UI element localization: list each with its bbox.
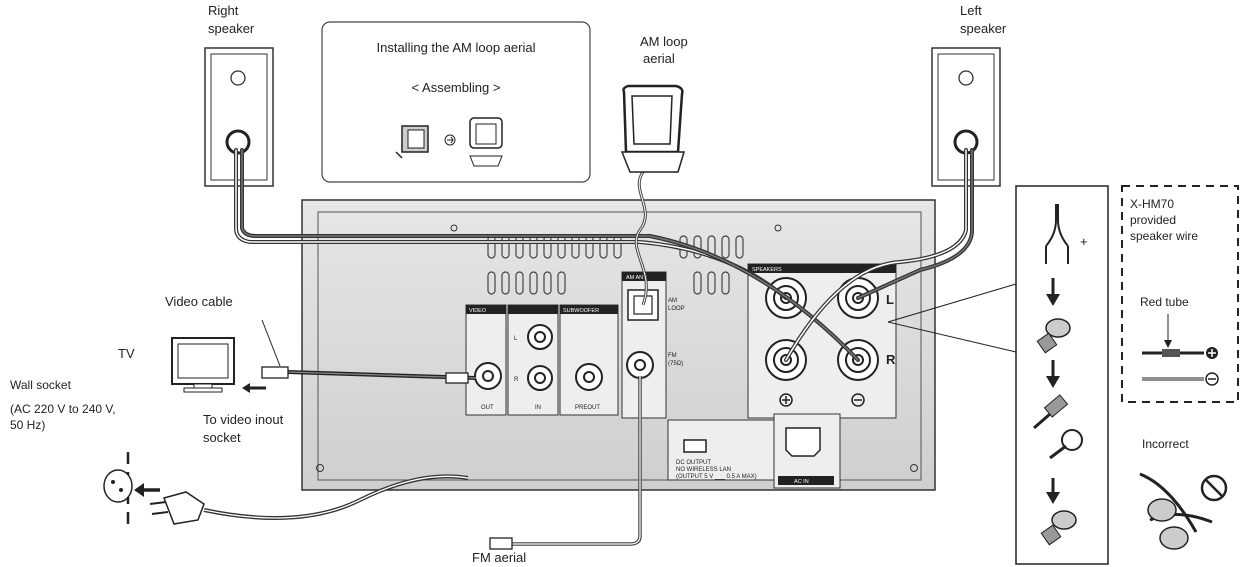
terminal-step-2-icon	[1033, 394, 1083, 460]
audio-in-label: IN	[535, 405, 541, 411]
red-tube-label: Red tube	[1140, 295, 1189, 309]
to-video-label-1: To video inout	[203, 412, 284, 427]
terminal-step-1-icon	[1036, 318, 1071, 354]
video-cable-label: Video cable	[165, 294, 233, 309]
arrow-down-icon	[1046, 278, 1060, 306]
ac-in-section: AC IN	[773, 413, 841, 489]
plain-wire-icon	[1142, 372, 1219, 386]
fm-label-1: FM	[668, 353, 677, 359]
ac-inlet-socket[interactable]	[785, 427, 821, 457]
red-tube-wire-icon	[1142, 347, 1218, 359]
callout-line	[887, 321, 1017, 353]
am-aerial-label-2: aerial	[643, 51, 675, 66]
fm-aerial-label: FM aerial	[472, 550, 526, 565]
arrow-right-icon	[444, 134, 456, 146]
usb-port[interactable]	[683, 439, 707, 453]
wall-socket-label-3: 50 Hz)	[10, 418, 45, 432]
am-assembly-step-2-icon	[469, 117, 503, 167]
speaker-wire-label: speaker wire	[1130, 229, 1198, 243]
dc-output-section: DC OUTPUT NO WIRELESS LAN (OUTPUT 5 V __…	[667, 419, 775, 481]
am-loop-label-1: AM	[668, 298, 677, 304]
screw-icon	[774, 224, 782, 232]
left-speaker-label-1: Left	[960, 3, 982, 18]
arrow-down-icon	[1046, 478, 1060, 504]
video-section-label: VIDEO	[469, 308, 487, 314]
video-section: VIDEO OUT	[465, 304, 507, 416]
am-install-title: Installing the AM loop aerial	[377, 40, 536, 55]
right-speaker-label-1: Right	[208, 3, 239, 18]
provided-label: provided	[1130, 213, 1176, 227]
prohibited-icon	[1200, 474, 1228, 502]
incorrect-example: Incorrect	[1139, 437, 1228, 550]
screw-icon	[316, 464, 324, 472]
wrong-terminal-icon	[1139, 472, 1213, 550]
ac-in-label: AC IN	[794, 479, 809, 485]
video-out-label: OUT	[481, 405, 494, 411]
plus-icon	[779, 393, 793, 407]
right-speaker-label-2: speaker	[208, 21, 255, 36]
audio-in-section: L R IN	[507, 304, 559, 416]
am-install-box: Installing the AM loop aerial < Assembli…	[321, 21, 591, 183]
plus-sign: +	[1080, 234, 1088, 249]
stripped-wire-icon	[1045, 204, 1069, 264]
speaker-wire-legend-box: X-HM70 provided speaker wire Red tube	[1121, 185, 1239, 403]
subwoofer-section: SUBWOOFER PREOUT	[559, 304, 619, 416]
am-ant-label: AM ANT	[626, 275, 647, 281]
am-loop-aerial	[620, 84, 686, 173]
terminal-step-3-icon	[1040, 510, 1077, 546]
screw-icon	[910, 464, 918, 472]
fm-aerial-connector	[489, 537, 513, 550]
am-aerial-label-1: AM loop	[640, 34, 688, 49]
vent-slots	[487, 235, 744, 295]
to-video-label-2: socket	[203, 430, 241, 445]
fm-label-2: (75Ω)	[668, 361, 683, 367]
screw-icon	[450, 224, 458, 232]
preout-label: PREOUT	[575, 405, 600, 411]
subwoofer-label: SUBWOOFER	[563, 308, 599, 314]
left-speaker-label-2: speaker	[960, 21, 1007, 36]
dc-output-label-1: DC OUTPUT	[676, 460, 711, 466]
arrow-down-icon	[1046, 360, 1060, 388]
speaker-wires	[234, 148, 974, 362]
antenna-section: AM ANT AM LOOP FM (75Ω)	[621, 271, 685, 419]
speaker-l-label: L	[886, 292, 894, 307]
arrow-left-icon	[134, 483, 160, 497]
incorrect-label: Incorrect	[1142, 437, 1189, 451]
wall-socket-label-1: Wall socket	[10, 378, 72, 392]
main-unit-rear-panel: VIDEO OUT L R IN SUBWOOFER PREOUT	[301, 199, 936, 491]
speakers-label: SPEAKERS	[752, 267, 782, 273]
dc-output-label-2: NO WIRELESS LAN	[676, 467, 731, 473]
tv-icon	[171, 337, 235, 393]
wall-socket-label-2: (AC 220 V to 240 V,	[10, 402, 116, 416]
audio-in-l-label: L	[514, 336, 518, 342]
am-loop-label-2: LOOP	[668, 306, 685, 312]
wall-socket-icon	[103, 452, 133, 532]
audio-in-r-label: R	[514, 377, 519, 383]
callout-line	[887, 283, 1017, 323]
tv-label: TV	[118, 346, 135, 361]
dc-output-label-3: (OUTPUT 5 V ___ 0.5 A MAX)	[676, 474, 757, 480]
am-install-subtitle: < Assembling >	[412, 80, 501, 95]
minus-icon	[851, 393, 865, 407]
right-speaker	[204, 47, 274, 187]
speaker-r-label: R	[886, 352, 896, 367]
am-assembly-step-1-icon	[395, 125, 429, 159]
xhm70-label: X-HM70	[1130, 197, 1174, 211]
arrow-left-icon	[242, 383, 266, 393]
labels: Right speaker Left speaker AM loop aeria…	[10, 3, 1007, 565]
power-plug-icon	[149, 491, 205, 525]
wire-instruction-panel: +	[1015, 185, 1109, 565]
speaker-terminal-icon	[225, 129, 251, 155]
